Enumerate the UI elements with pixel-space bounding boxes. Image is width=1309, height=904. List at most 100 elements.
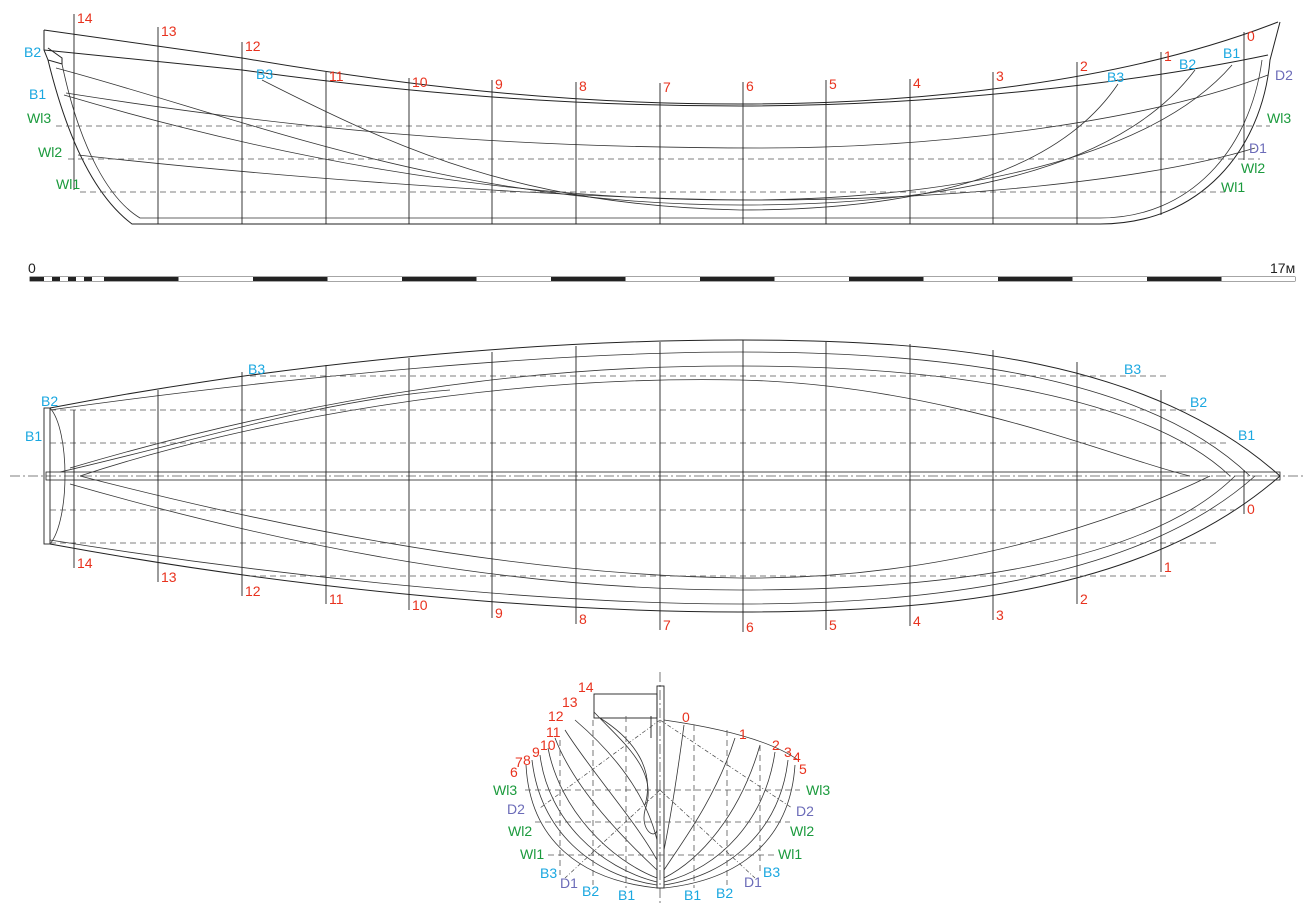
body-label-d1-left: D1 [560, 875, 578, 891]
scale-segment [476, 277, 551, 281]
plan-station-label-7: 7 [663, 617, 671, 633]
scale-segment-minor [30, 277, 44, 281]
scale-segment [327, 277, 402, 281]
plan-bottom-b1 [79, 475, 1211, 579]
plan-station-label-12: 12 [245, 583, 261, 599]
body-plan-view [525, 672, 800, 904]
body-label-b3-left: B3 [540, 865, 557, 881]
profile-label-b2-right: B2 [1179, 56, 1196, 72]
profile-label-b3-right: B3 [1107, 69, 1124, 85]
plan-station-label-4: 4 [913, 613, 921, 629]
plan-label-b2-left: B2 [41, 393, 58, 409]
body-label-wl2-right: Wl2 [790, 823, 814, 839]
plan-top-sheer [49, 339, 1281, 477]
plan-station-label-8: 8 [579, 611, 587, 627]
scale-segment-minor [60, 277, 68, 281]
body-label-d2-right: D2 [796, 803, 814, 819]
plan-station-label-11: 11 [329, 591, 344, 607]
plan-station-label-5: 5 [829, 617, 837, 633]
body-label-station-3: 3 [784, 744, 792, 760]
body-label-wl3-left: Wl3 [493, 782, 517, 798]
body-section-9 [547, 747, 658, 879]
profile-sheer-line [43, 21, 1279, 105]
body-section-8 [539, 754, 658, 883]
profile-sheer-inner [43, 49, 1269, 107]
body-label-station-8: 8 [523, 752, 531, 768]
scale-segment-minor [92, 277, 104, 281]
body-label-wl3-right: Wl3 [806, 782, 830, 798]
profile-keel-line [47, 21, 1281, 225]
profile-station-label-10: 10 [412, 74, 428, 90]
profile-label-wl3-left: Wl3 [27, 110, 51, 126]
scale-segment [1147, 277, 1222, 281]
plan-station-label-6: 6 [746, 619, 754, 635]
scale-segment [849, 277, 924, 281]
body-label-b1-right: B1 [684, 887, 701, 903]
body-keel [656, 685, 665, 889]
scale-bar: 0 17м [28, 260, 1296, 282]
profile-station-label-12: 12 [245, 38, 261, 54]
plan-station-label-13: 13 [161, 569, 177, 585]
scale-segment [774, 277, 849, 281]
plan-top-b3 [69, 365, 1231, 477]
body-section-7 [531, 759, 658, 886]
profile-transom [43, 30, 63, 65]
scale-segment [253, 277, 328, 281]
body-section-12 [574, 719, 658, 841]
profile-label-b3-left: B3 [256, 66, 273, 82]
plan-station-label-2: 2 [1080, 591, 1088, 607]
plan-bottom-sheer [49, 475, 1281, 613]
body-diagonal-d2-right [659, 719, 793, 809]
plan-label-b1-right: B1 [1238, 427, 1255, 443]
body-label-station-5: 5 [799, 761, 807, 777]
scale-bar-segments [30, 277, 1295, 281]
profile-station-label-8: 8 [579, 78, 587, 94]
profile-label-d2: D2 [1275, 67, 1293, 83]
body-label-station-14: 14 [578, 679, 594, 695]
body-transom [593, 693, 658, 719]
plan-bottom-b2 [49, 475, 1256, 605]
plan-label-b3-right: B3 [1124, 361, 1141, 377]
plan-top-b2 [49, 351, 1251, 477]
body-label-d1-right: D1 [744, 874, 762, 890]
profile-label-wl2-right: Wl2 [1241, 160, 1265, 176]
body-label-station-2: 2 [772, 737, 780, 753]
body-diagonal-d2-left [539, 719, 661, 809]
body-label-wl2-left: Wl2 [508, 823, 532, 839]
profile-station-label-13: 13 [161, 23, 177, 39]
profile-buttock-b3 [261, 79, 1119, 211]
profile-station-label-4: 4 [913, 75, 921, 91]
profile-station-label-3: 3 [996, 68, 1004, 84]
profile-label-b2-left: B2 [24, 44, 41, 60]
scale-segment [923, 277, 998, 281]
plan-station-label-0: 0 [1247, 501, 1255, 517]
plan-top-inner [59, 389, 451, 473]
body-label-b3-right: B3 [763, 864, 780, 880]
body-label-station-7: 7 [515, 754, 523, 770]
plan-label-b2-right: B2 [1190, 394, 1207, 410]
profile-diagonal-d1 [77, 147, 1256, 201]
scale-start-label: 0 [28, 260, 36, 276]
plan-station-label-1: 1 [1164, 559, 1172, 575]
body-label-station-9: 9 [532, 744, 540, 760]
plan-bottom-b3 [69, 475, 1236, 591]
profile-station-label-0: 0 [1247, 28, 1255, 44]
body-label-station-10: 10 [540, 737, 556, 753]
profile-station-label-5: 5 [829, 76, 837, 92]
body-section-0 [663, 724, 685, 851]
profile-label-wl3-right: Wl3 [1267, 110, 1291, 126]
body-diagonal-d1-right [659, 789, 756, 879]
scale-segment-minor [44, 277, 52, 281]
scale-segment-minor [52, 277, 60, 281]
body-diagonal-d1-left [564, 789, 661, 879]
body-label-b2-right: B2 [716, 885, 733, 901]
plan-label-b3-top: B3 [248, 361, 265, 377]
scale-segment [1072, 277, 1147, 281]
scale-segment [178, 277, 253, 281]
profile-diagonal-d2 [65, 74, 1269, 149]
profile-label-d1: D1 [1249, 140, 1267, 156]
body-section-6 [525, 764, 658, 889]
body-section-2 [663, 744, 761, 879]
